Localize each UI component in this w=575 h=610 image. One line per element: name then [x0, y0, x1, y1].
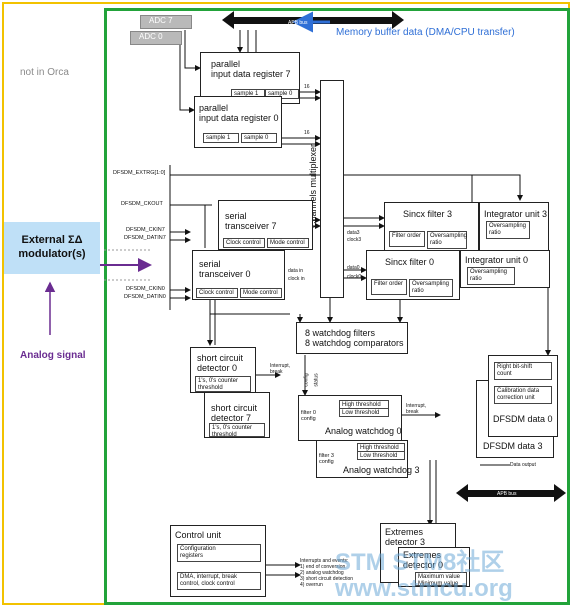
- bit-width-label-7: 16: [304, 84, 310, 90]
- control-unit-label: Control unit: [175, 530, 222, 540]
- apb-bus-bottom-arrow: [456, 484, 566, 502]
- calibration-unit: Calibration data correction unit: [494, 386, 552, 404]
- extremes-detector-0-label: Extremes detector 0: [403, 550, 444, 570]
- sinc-filter-3-label: Sincx filter 3: [403, 209, 453, 219]
- not-in-orca-label: not in Orca: [20, 67, 69, 78]
- data0-label: data0: [347, 265, 360, 271]
- parallel-register-7-label: parallel input data register 7: [211, 59, 291, 79]
- serial-transceiver-7-label: serial transceiver 7: [225, 211, 277, 231]
- analog-watchdog-3: filter 3 config High threshold Low thres…: [316, 440, 420, 478]
- short-circuit-detector-7: short circuit detector 7 1's, 0's counte…: [204, 392, 270, 438]
- data-output-label: Data output: [510, 462, 536, 468]
- integrator-unit-3-label: Integrator unit 3: [484, 209, 548, 219]
- awd3-label: Analog watchdog 3: [343, 465, 420, 475]
- apb-bus-bottom-label: APB bus: [497, 491, 517, 497]
- watermark: STM STM8社区 www.stmcu.org: [335, 549, 513, 602]
- control-unit: Control unit Configuration registers DMA…: [170, 525, 266, 597]
- reg0-sample0: sample 0: [241, 133, 277, 143]
- sinc-filter-0: Sincx filter 0 Filter order Oversampling…: [366, 250, 460, 300]
- datin0-signal: DFSDM_DATIN0: [124, 294, 166, 300]
- sinc0-filter-order: Filter order: [371, 279, 407, 295]
- data3-label: data3: [347, 230, 360, 236]
- ckin7-signal: DFSDM_CKIN7: [126, 227, 165, 233]
- scd0-threshold: 1's, 0's counter threshold: [195, 376, 251, 392]
- int3-oversampling: Oversampling ratio: [486, 221, 530, 239]
- integrator-unit-0-label: Integrator unit 0: [465, 255, 529, 265]
- awd0-label: Analog watchdog 0: [325, 426, 402, 436]
- ckout-signal: DFSDM_CKOUT: [121, 201, 163, 207]
- analog-signal-label: Analog signal: [20, 350, 86, 361]
- awd0-low-threshold: Low threshold: [339, 408, 389, 417]
- serial-transceiver-0: serial transceiver 0 Clock control Mode …: [192, 250, 285, 300]
- external-modulator-box: External ΣΔ modulator(s): [4, 222, 100, 274]
- datin7-signal: DFSDM_DATIN7: [124, 235, 166, 241]
- integrator-unit-0: Integrator unit 0 Oversampling ratio: [460, 250, 550, 288]
- int0-oversampling: Oversampling ratio: [467, 267, 515, 285]
- configuration-registers: Configuration registers: [177, 544, 261, 562]
- awd3-filter-config: filter 3 config: [319, 453, 334, 465]
- sinc-filter-0-label: Sincx filter 0: [385, 257, 435, 267]
- config-label: config: [303, 373, 310, 387]
- channels-multiplexer: Channels multiplexer: [308, 80, 344, 298]
- scd0-label: short circuit detector 0: [197, 353, 244, 373]
- extremes-detector-0: Extremes detector 0 Maximum value Minimu…: [398, 547, 470, 587]
- dfsdm-data-0-label: DFSDM data 0: [493, 414, 553, 424]
- extremes-detector-3-label: Extremes detector 3: [385, 527, 426, 547]
- dma-interrupt-control: DMA, interrupt, break control, clock con…: [177, 572, 261, 590]
- sinc3-filter-order: Filter order: [389, 231, 425, 247]
- st7-clock-control: Clock control: [223, 238, 265, 248]
- reg7-sample0: sample 0: [265, 89, 299, 99]
- adc-7-block: ADC 7: [140, 15, 192, 29]
- dfsdm-data-0: Right bit-shift count Calibration data c…: [488, 355, 558, 437]
- parallel-register-0-label: parallel input data register 0: [199, 103, 279, 123]
- adc-0-block: ADC 0: [130, 31, 182, 45]
- interrupt-break-label-1: Interrupt, break: [270, 363, 291, 375]
- extrg-signal: DFSDM_EXTRG[1:0]: [113, 170, 166, 176]
- apb-bus-top-label: APB bus: [288, 20, 308, 26]
- clock3-label: clock3: [347, 237, 362, 243]
- ckin0-signal: DFSDM_CKIN0: [126, 286, 165, 292]
- integrator-unit-3: Integrator unit 3 Oversampling ratio: [479, 202, 549, 252]
- dfsdm-data-3-label: DFSDM data 3: [483, 441, 543, 451]
- parallel-register-7: parallel input data register 7 sample 1 …: [200, 52, 300, 104]
- clock0-label: clock0: [347, 274, 362, 280]
- watchdog-filters: 8 watchdog filters 8 watchdog comparator…: [296, 322, 408, 354]
- serial-transceiver-0-label: serial transceiver 0: [199, 259, 251, 279]
- st0-clock-control: Clock control: [196, 288, 238, 298]
- bit-width-label-0: 16: [304, 130, 310, 136]
- status-label: status: [313, 373, 320, 387]
- analog-watchdog-0: filter 0 config High threshold Low thres…: [298, 395, 402, 441]
- data-in-label: data in: [288, 268, 304, 274]
- memory-buffer-label: Memory buffer data (DMA/CPU transfer): [336, 27, 515, 38]
- sinc3-oversampling: Oversampling ratio: [427, 231, 467, 249]
- max-min-values: Maximum value Minimum value: [415, 572, 467, 587]
- st7-mode-control: Mode control: [267, 238, 309, 248]
- scd7-label: short circuit detector 7: [211, 403, 258, 423]
- awd0-filter-config: filter 0 config: [301, 410, 316, 422]
- clock-in-label: clock in: [288, 276, 305, 282]
- serial-transceiver-7: serial transceiver 7 Clock control Mode …: [218, 200, 313, 250]
- sinc0-oversampling: Oversampling ratio: [409, 279, 453, 297]
- st0-mode-control: Mode control: [240, 288, 282, 298]
- awd3-low-threshold: Low threshold: [357, 451, 405, 460]
- dfsdm-frame: [104, 8, 570, 605]
- parallel-register-0: parallel input data register 0 sample 1 …: [194, 96, 282, 148]
- scd7-threshold: 1's, 0's counter threshold: [209, 423, 265, 438]
- right-bitshift-count: Right bit-shift count: [494, 362, 552, 380]
- interrupts-events-list: Interrupts and events: 1) end of convers…: [300, 558, 354, 588]
- watchdog-filters-label: 8 watchdog filters 8 watchdog comparator…: [305, 328, 404, 348]
- interrupt-break-label-2: Interrupt, break: [406, 403, 427, 415]
- sinc-filter-3: Sincx filter 3 Filter order Oversampling…: [384, 202, 479, 252]
- reg0-sample1: sample 1: [203, 133, 239, 143]
- short-circuit-detector-0: short circuit detector 0 1's, 0's counte…: [190, 347, 256, 393]
